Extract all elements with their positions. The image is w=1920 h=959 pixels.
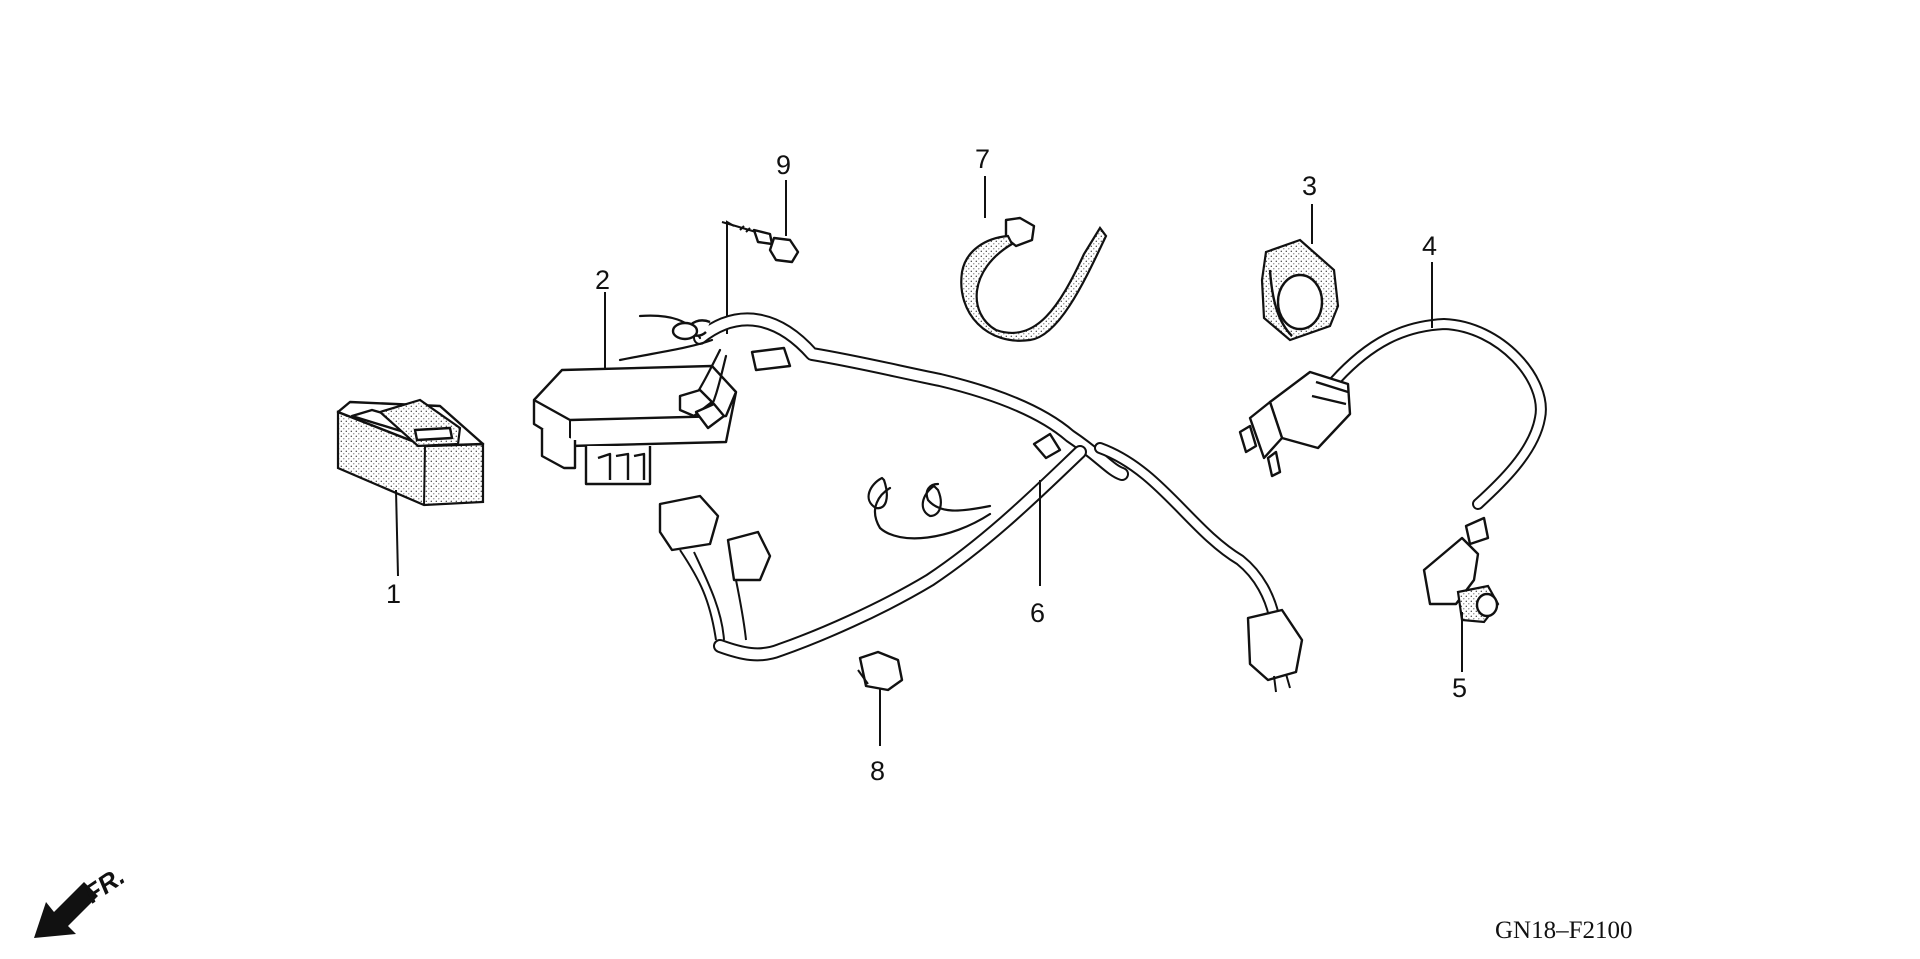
callout-label-4: 4 <box>1422 231 1437 261</box>
diagram-code: GN18–F2100 <box>1495 917 1633 944</box>
callout-9: 9 <box>776 150 791 236</box>
callout-6: 6 <box>1030 480 1045 628</box>
part-3-coil-mount <box>1260 238 1340 342</box>
part-4-ignition-coil <box>1238 318 1547 510</box>
front-direction-indicator: FR. <box>34 861 130 938</box>
callout-label-5: 5 <box>1452 673 1467 703</box>
part-6-wire-harness <box>618 312 1304 693</box>
callout-label-1: 1 <box>386 579 401 609</box>
callout-label-6: 6 <box>1030 598 1045 628</box>
part-2-cdi-unit <box>532 364 738 486</box>
callout-7: 7 <box>975 144 990 218</box>
callout-1: 1 <box>386 489 401 609</box>
callout-label-7: 7 <box>975 144 990 174</box>
callout-2: 2 <box>595 265 610 370</box>
callout-label-2: 2 <box>595 265 610 295</box>
part-5-plug-cap <box>1422 516 1500 624</box>
callout-label-9: 9 <box>776 150 791 180</box>
callout-label-3: 3 <box>1302 171 1317 201</box>
bolt-leader-line <box>726 220 735 334</box>
callout-4: 4 <box>1422 231 1437 328</box>
front-arrow-icon <box>34 882 98 938</box>
callout-label-8: 8 <box>870 756 885 786</box>
callout-8: 8 <box>870 688 885 786</box>
callout-5: 5 <box>1452 612 1467 703</box>
part-1-cover <box>336 398 485 507</box>
callout-3: 3 <box>1302 171 1317 244</box>
part-7-band <box>960 216 1108 342</box>
part-8-clip <box>857 650 904 692</box>
